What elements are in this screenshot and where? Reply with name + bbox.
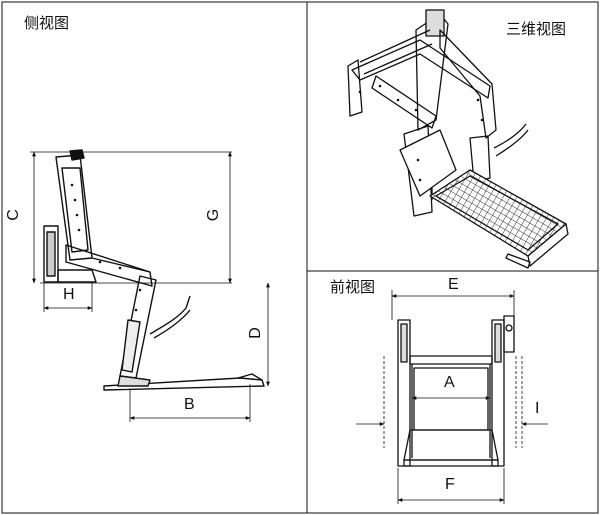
side-view-dots — [70, 183, 142, 312]
iso-view-title: 三维视图 — [506, 21, 567, 38]
dimension-label-f: F — [445, 476, 455, 493]
front-view-title: 前视图 — [330, 279, 376, 296]
dimension-label-d: D — [246, 327, 264, 339]
dimension-label-a: A — [444, 374, 455, 391]
dimension-label-c: C — [4, 209, 22, 221]
side-view-title: 侧视图 — [24, 15, 70, 32]
dimension-label-e: E — [448, 276, 459, 293]
iso-view-dots — [358, 84, 484, 182]
side-view-lift — [43, 149, 265, 391]
dimension-label-i: I — [535, 400, 540, 417]
side-dimension-lines — [30, 151, 270, 422]
dimension-label-h: H — [63, 286, 75, 303]
dimension-label-b: B — [184, 396, 195, 413]
front-dimension-lines — [356, 290, 548, 504]
dimension-label-g: G — [205, 208, 223, 222]
front-view-lift — [397, 315, 515, 467]
iso-view-lift — [347, 9, 569, 269]
